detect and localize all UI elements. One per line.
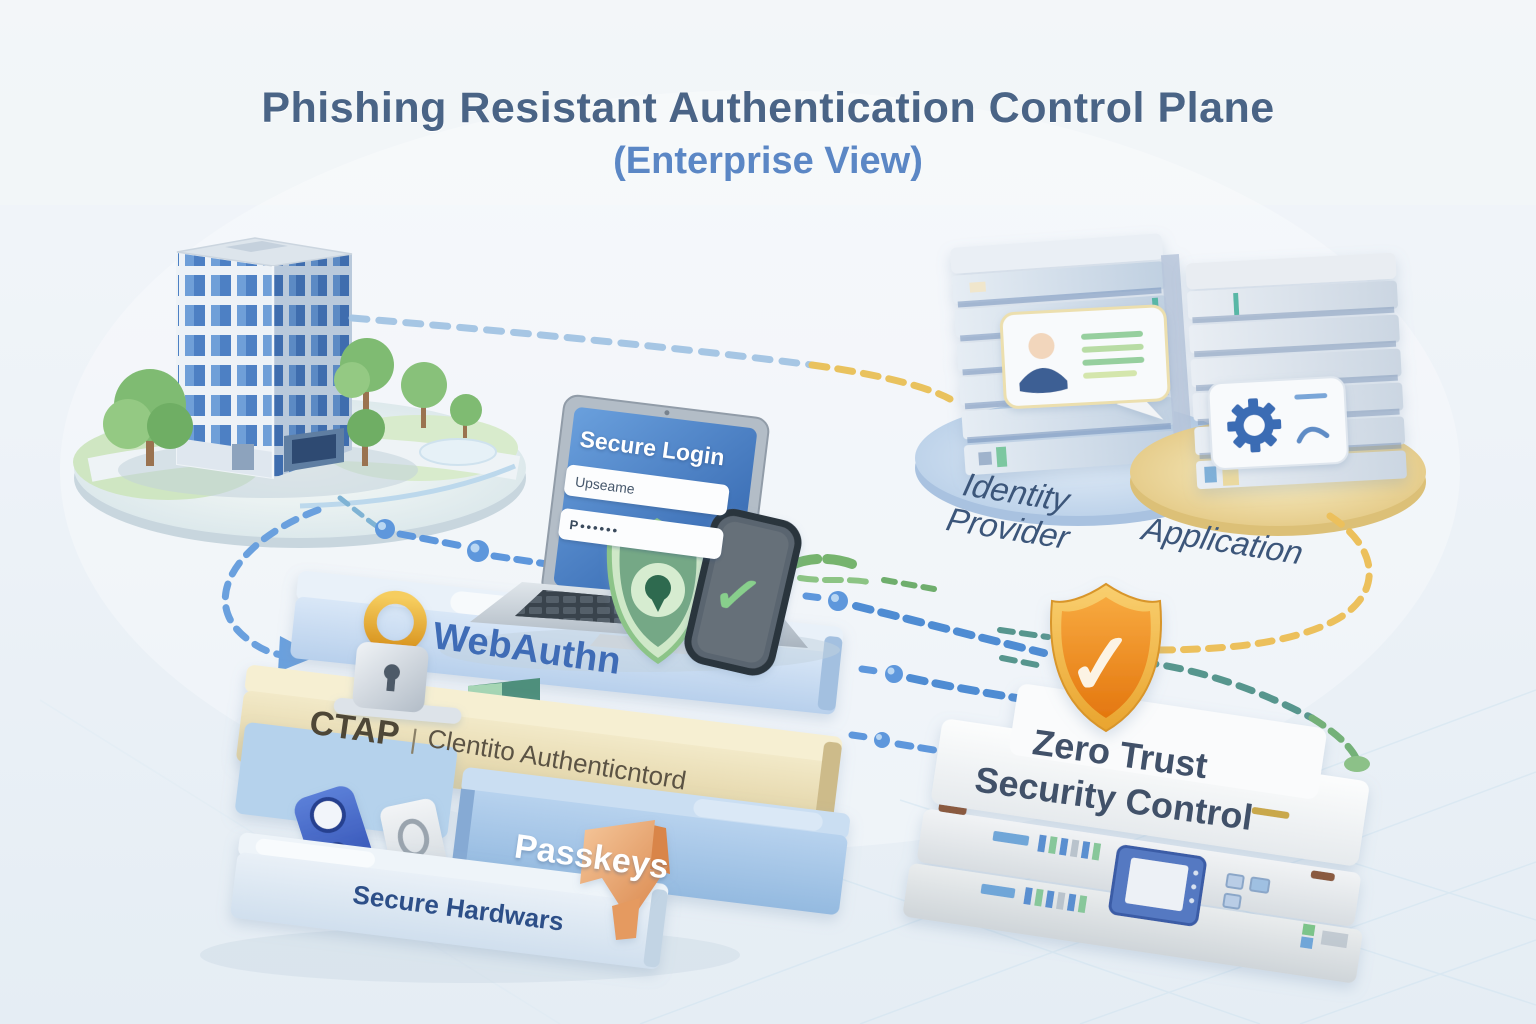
ctap-separator: | [408, 723, 420, 755]
camera-dot [664, 410, 670, 416]
tree-icon [103, 338, 482, 466]
green-endpoint-dot [1344, 756, 1370, 772]
shield-check-icon: ✓ [1050, 582, 1162, 733]
connection-lines [221, 314, 1373, 764]
title-band [0, 0, 1536, 205]
id-card-icon [999, 304, 1171, 420]
shield-check-glyph: ✓ [1063, 615, 1140, 714]
gear-icon [1207, 376, 1349, 470]
username-value: Upseame [574, 472, 636, 497]
laptop-login-screen: Secure Login Upseame P•••••• [547, 421, 747, 561]
ribbon-arrow-icon [580, 820, 670, 940]
password-value: P•••••• [568, 516, 621, 539]
page-subtitle: (Enterprise View) [613, 140, 923, 182]
username-field: Upseame [563, 464, 731, 517]
page-title: Phishing Resistant Authentication Contro… [261, 84, 1275, 132]
office-building-icon [118, 237, 418, 498]
shield-keyhole-icon [606, 518, 710, 665]
padlock-icon [333, 590, 462, 724]
secure-hardware-layer [230, 832, 669, 969]
zero-trust-platform [903, 684, 1369, 983]
